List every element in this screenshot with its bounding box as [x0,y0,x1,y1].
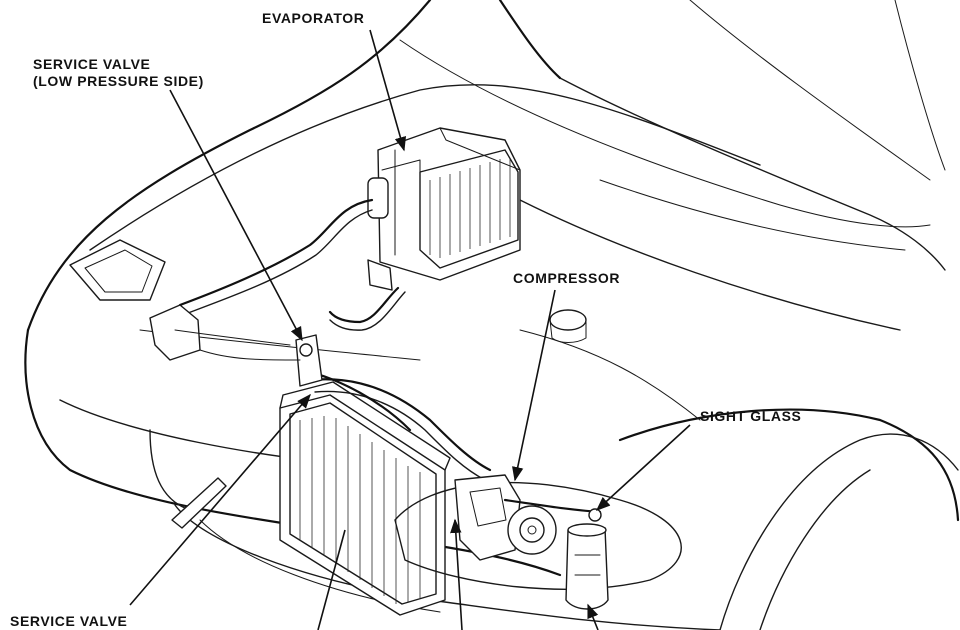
sight-glass-window [588,508,602,522]
service-valve-low-assembly [149,304,323,387]
service-valve-low-label-line2: (LOW PRESSURE SIDE) [33,73,204,89]
leader-lines [129,29,691,630]
evaporator-unit [367,127,521,291]
service-valve-low-label-line1: SERVICE VALVE [33,56,151,72]
condenser [279,381,451,616]
sight-glass-label: SIGHT GLASS [700,408,802,424]
compressor [394,474,682,590]
service-valve-bottom-label: SERVICE VALVE [10,613,128,629]
compressor-label: COMPRESSOR [513,270,621,286]
receiver-drier [565,508,609,610]
evaporator-label: EVAPORATOR [262,10,365,26]
